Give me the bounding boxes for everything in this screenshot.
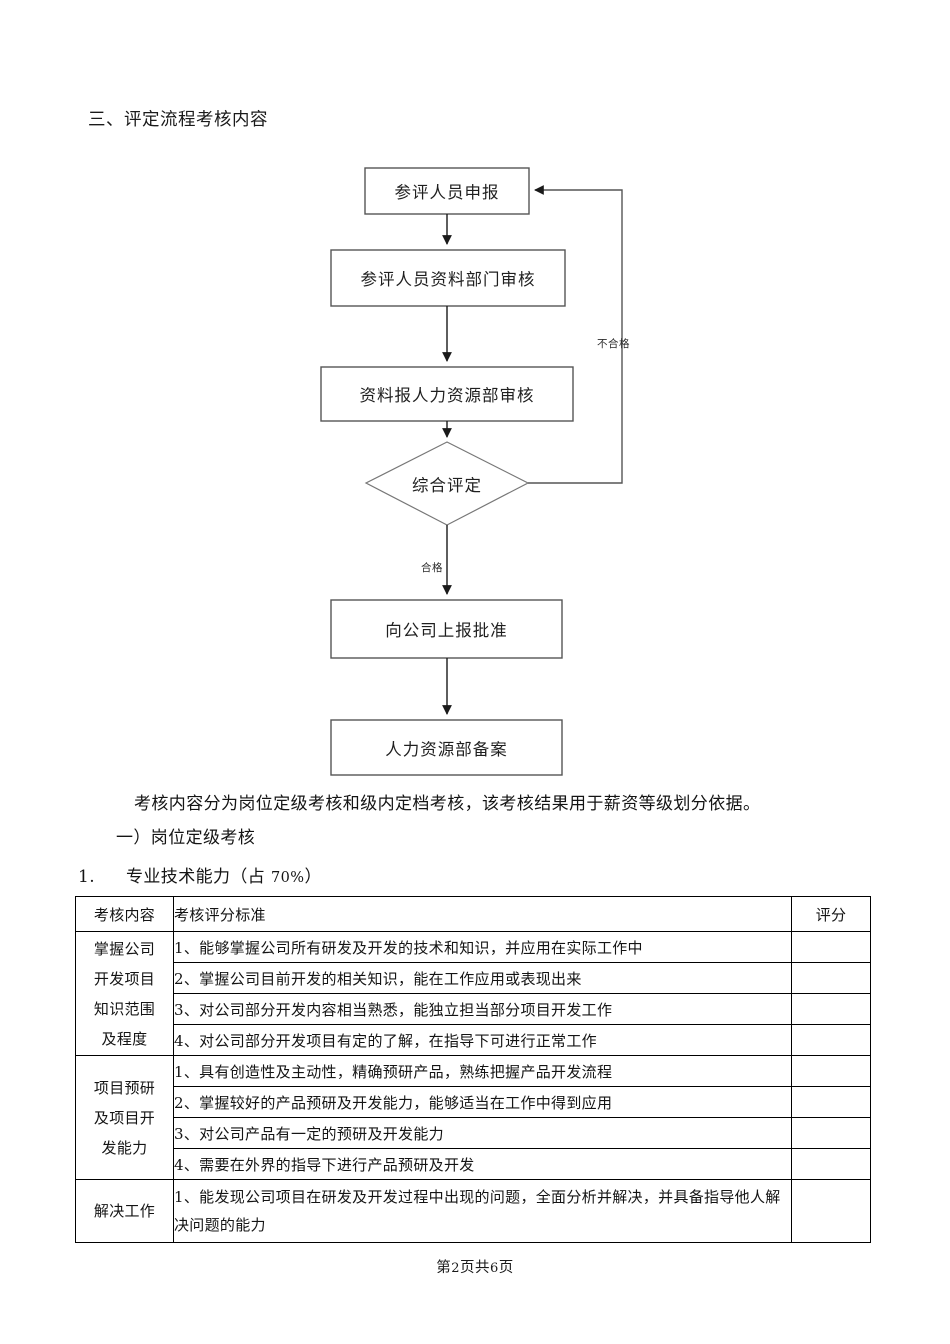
table-cell-standard: 1、具有创造性及主动性，精确预研产品，熟练把握产品开发流程 — [173, 1055, 792, 1087]
category-line: 解决工作 — [93, 1202, 156, 1220]
subsection-heading: 一）岗位定级考核 — [116, 828, 256, 848]
table-cell-standard: 3、对公司产品有一定的预研及开发能力 — [173, 1117, 792, 1149]
table-row: 4、需要在外界的指导下进行产品预研及开发 — [76, 1148, 871, 1180]
table-row: 2、掌握公司目前开发的相关知识，能在工作应用或表现出来 — [76, 962, 871, 994]
flow-node-apply-shape — [364, 167, 530, 215]
list-item-title-suffix: ） — [304, 867, 322, 887]
flow-node-record-shape — [330, 719, 563, 776]
table-header-standard: 考核评分标准 — [173, 896, 792, 932]
table-cell-category: 解决工作 — [75, 1179, 174, 1243]
table-cell-standard: 3、对公司部分开发内容相当熟悉，能独立担当部分项目开发工作 — [173, 993, 792, 1025]
flow-node-hr-shape — [320, 366, 574, 422]
table-row: 掌握公司 开发项目 知识范围 及程度 1、能够掌握公司所有研发及开发的技术和知识… — [75, 931, 871, 1056]
table-cell-score[interactable] — [791, 1086, 871, 1118]
table-cell-category: 项目预研 及项目开 发能力 — [75, 1055, 174, 1180]
table-header-score: 评分 — [791, 896, 871, 932]
footer-suffix: 页 — [498, 1260, 514, 1276]
flow-edge-review-fail-loop — [528, 185, 623, 484]
table-header-row: 考核内容 考核评分标准 评分 — [75, 896, 871, 932]
table-cell-standard: 4、对公司部分开发项目有定的了解，在指导下可进行正常工作 — [173, 1024, 792, 1056]
category-line: 及项目开 — [93, 1108, 156, 1127]
list-item-1: 1. 专业技术能力（占 70%） — [78, 862, 322, 887]
table-row: 项目预研 及项目开 发能力 1、具有创造性及主动性，精确预研产品，熟练把握产品开… — [75, 1055, 871, 1180]
footer-middle: 页共 — [460, 1260, 490, 1276]
table-row: 3、对公司部分开发内容相当熟悉，能独立担当部分项目开发工作 — [76, 993, 871, 1025]
category-line: 发能力 — [101, 1138, 148, 1157]
category-line: 项目预研 — [93, 1078, 156, 1097]
category-line: 开发项目 — [93, 969, 156, 988]
table-row: 解决工作 1、能发现公司项目在研发及开发过程中出现的问题，全面分析并解决，并具备… — [75, 1179, 871, 1243]
list-item-title-prefix: 专业技术能力（占 — [126, 867, 272, 887]
flow-node-review-shape — [364, 441, 530, 526]
evaluation-process-flowchart: 参评人员申报 参评人员资料部门审核 资料报人力资源部审核 综合评定 向公司上报批… — [320, 167, 630, 776]
table-cell-score[interactable] — [791, 1055, 871, 1087]
flow-node-dept-shape — [330, 249, 566, 307]
page-footer: 第2页共6页 — [0, 1256, 950, 1277]
intro-paragraph: 考核内容分为岗位定级考核和级内定档考核，该考核结果用于薪资等级划分依据。 — [134, 794, 761, 814]
flow-node-approve-shape — [330, 599, 563, 659]
table-cell-standard: 1、能够掌握公司所有研发及开发的技术和知识，并应用在实际工作中 — [173, 931, 792, 963]
flow-edge-label-pass: 合格 — [421, 562, 443, 574]
list-item-percentage: 70% — [271, 870, 305, 886]
table-cell-standard: 4、需要在外界的指导下进行产品预研及开发 — [173, 1148, 792, 1180]
table-cell-score[interactable] — [791, 1148, 871, 1180]
table-cell-score[interactable] — [791, 962, 871, 994]
table-cell-score[interactable] — [791, 993, 871, 1025]
footer-total-pages: 6 — [490, 1261, 499, 1276]
table-body: 考核内容 考核评分标准 评分 掌握公司 开发项目 知识范围 及程度 1、能够掌握… — [75, 896, 871, 1243]
table-header-category: 考核内容 — [75, 896, 174, 932]
flow-edge-label-fail: 不合格 — [597, 338, 630, 350]
category-line: 及程度 — [101, 1029, 148, 1048]
table-row: 2、掌握较好的产品预研及开发能力，能够适当在工作中得到应用 — [76, 1086, 871, 1118]
evaluation-criteria-table: 考核内容 考核评分标准 评分 掌握公司 开发项目 知识范围 及程度 1、能够掌握… — [75, 896, 871, 1243]
category-line: 知识范围 — [93, 999, 156, 1018]
table-cell-standard: 2、掌握公司目前开发的相关知识，能在工作应用或表现出来 — [173, 962, 792, 994]
footer-current-page: 2 — [451, 1261, 460, 1276]
table-cell-category: 掌握公司 开发项目 知识范围 及程度 — [75, 931, 174, 1056]
footer-prefix: 第 — [436, 1260, 452, 1276]
table-cell-standard: 2、掌握较好的产品预研及开发能力，能够适当在工作中得到应用 — [173, 1086, 792, 1118]
flowchart-canvas — [320, 167, 623, 776]
page-title: 三、评定流程考核内容 — [88, 110, 268, 130]
table-cell-score[interactable] — [791, 931, 871, 963]
table-cell-standard: 1、能发现公司项目在研发及开发过程中出现的问题，全面分析并解决，并具备指导他人解… — [173, 1179, 792, 1243]
table-row: 3、对公司产品有一定的预研及开发能力 — [76, 1117, 871, 1149]
table-row: 4、对公司部分开发项目有定的了解，在指导下可进行正常工作 — [76, 1024, 871, 1056]
category-line: 掌握公司 — [93, 939, 156, 958]
table-cell-score[interactable] — [791, 1024, 871, 1056]
table-cell-score[interactable] — [791, 1117, 871, 1149]
table-cell-score[interactable] — [791, 1179, 871, 1243]
list-item-number: 1. — [78, 867, 96, 887]
